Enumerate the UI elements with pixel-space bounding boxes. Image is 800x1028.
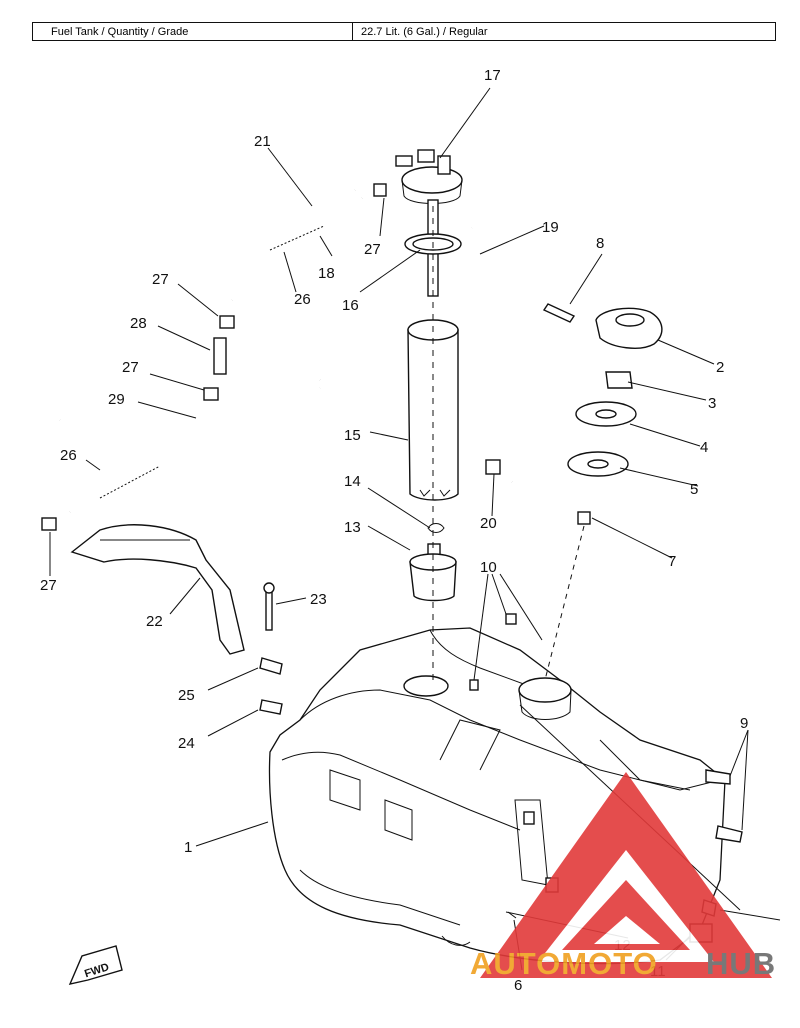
callout-14: 14: [344, 473, 361, 490]
callout-29: 29: [108, 391, 125, 408]
callout-6: 6: [514, 977, 522, 994]
callout-27-upper: 27: [152, 271, 169, 288]
callout-4: 4: [700, 439, 708, 456]
clip: [427, 523, 445, 533]
callout-26-lower: 26: [60, 447, 77, 464]
fwd-arrow: FWD: [68, 945, 123, 985]
filler-cap-parts: [542, 303, 663, 681]
callout-16: 16: [342, 297, 359, 314]
callout-9: 9: [740, 715, 748, 732]
callout-17: 17: [484, 67, 501, 84]
callout-27-lower: 27: [40, 577, 57, 594]
callout-7: 7: [668, 553, 676, 570]
watermark-text-hub: HUB: [706, 946, 776, 981]
callout-19: 19: [542, 219, 559, 236]
callout-13: 13: [344, 519, 361, 536]
callout-2: 2: [716, 359, 724, 376]
callout-numbers: 17 21 8 19 27 18 27 26 16 28 2 27 29 3 1…: [40, 67, 748, 994]
callout-15: 15: [344, 427, 361, 444]
callout-20: 20: [480, 515, 497, 532]
callout-24: 24: [178, 735, 195, 752]
callout-8: 8: [596, 235, 604, 252]
callout-5: 5: [690, 481, 698, 498]
callout-1: 1: [184, 839, 192, 856]
spec-label: Fuel Tank / Quantity / Grade: [33, 23, 353, 40]
callout-3: 3: [708, 395, 716, 412]
fuel-filter: [409, 543, 457, 602]
callout-27-mid: 27: [122, 359, 139, 376]
callout-18: 18: [318, 265, 335, 282]
sender-cap: [395, 149, 463, 204]
spec-value: 22.7 Lit. (6 Gal.) / Regular: [361, 25, 488, 38]
callout-21: 21: [254, 133, 271, 150]
callout-10: 10: [480, 559, 497, 576]
callout-27-top: 27: [364, 241, 381, 258]
callout-25: 25: [178, 687, 195, 704]
hoses: [41, 183, 537, 531]
callout-23: 23: [310, 591, 327, 608]
callout-22: 22: [146, 613, 163, 630]
callout-28: 28: [130, 315, 147, 332]
spec-bar: Fuel Tank / Quantity / Grade 22.7 Lit. (…: [32, 22, 776, 41]
automotohub-watermark: AUTOMOTO HUB: [470, 772, 776, 981]
callout-26-top: 26: [294, 291, 311, 308]
watermark-text-automoto: AUTOMOTO: [470, 946, 658, 981]
